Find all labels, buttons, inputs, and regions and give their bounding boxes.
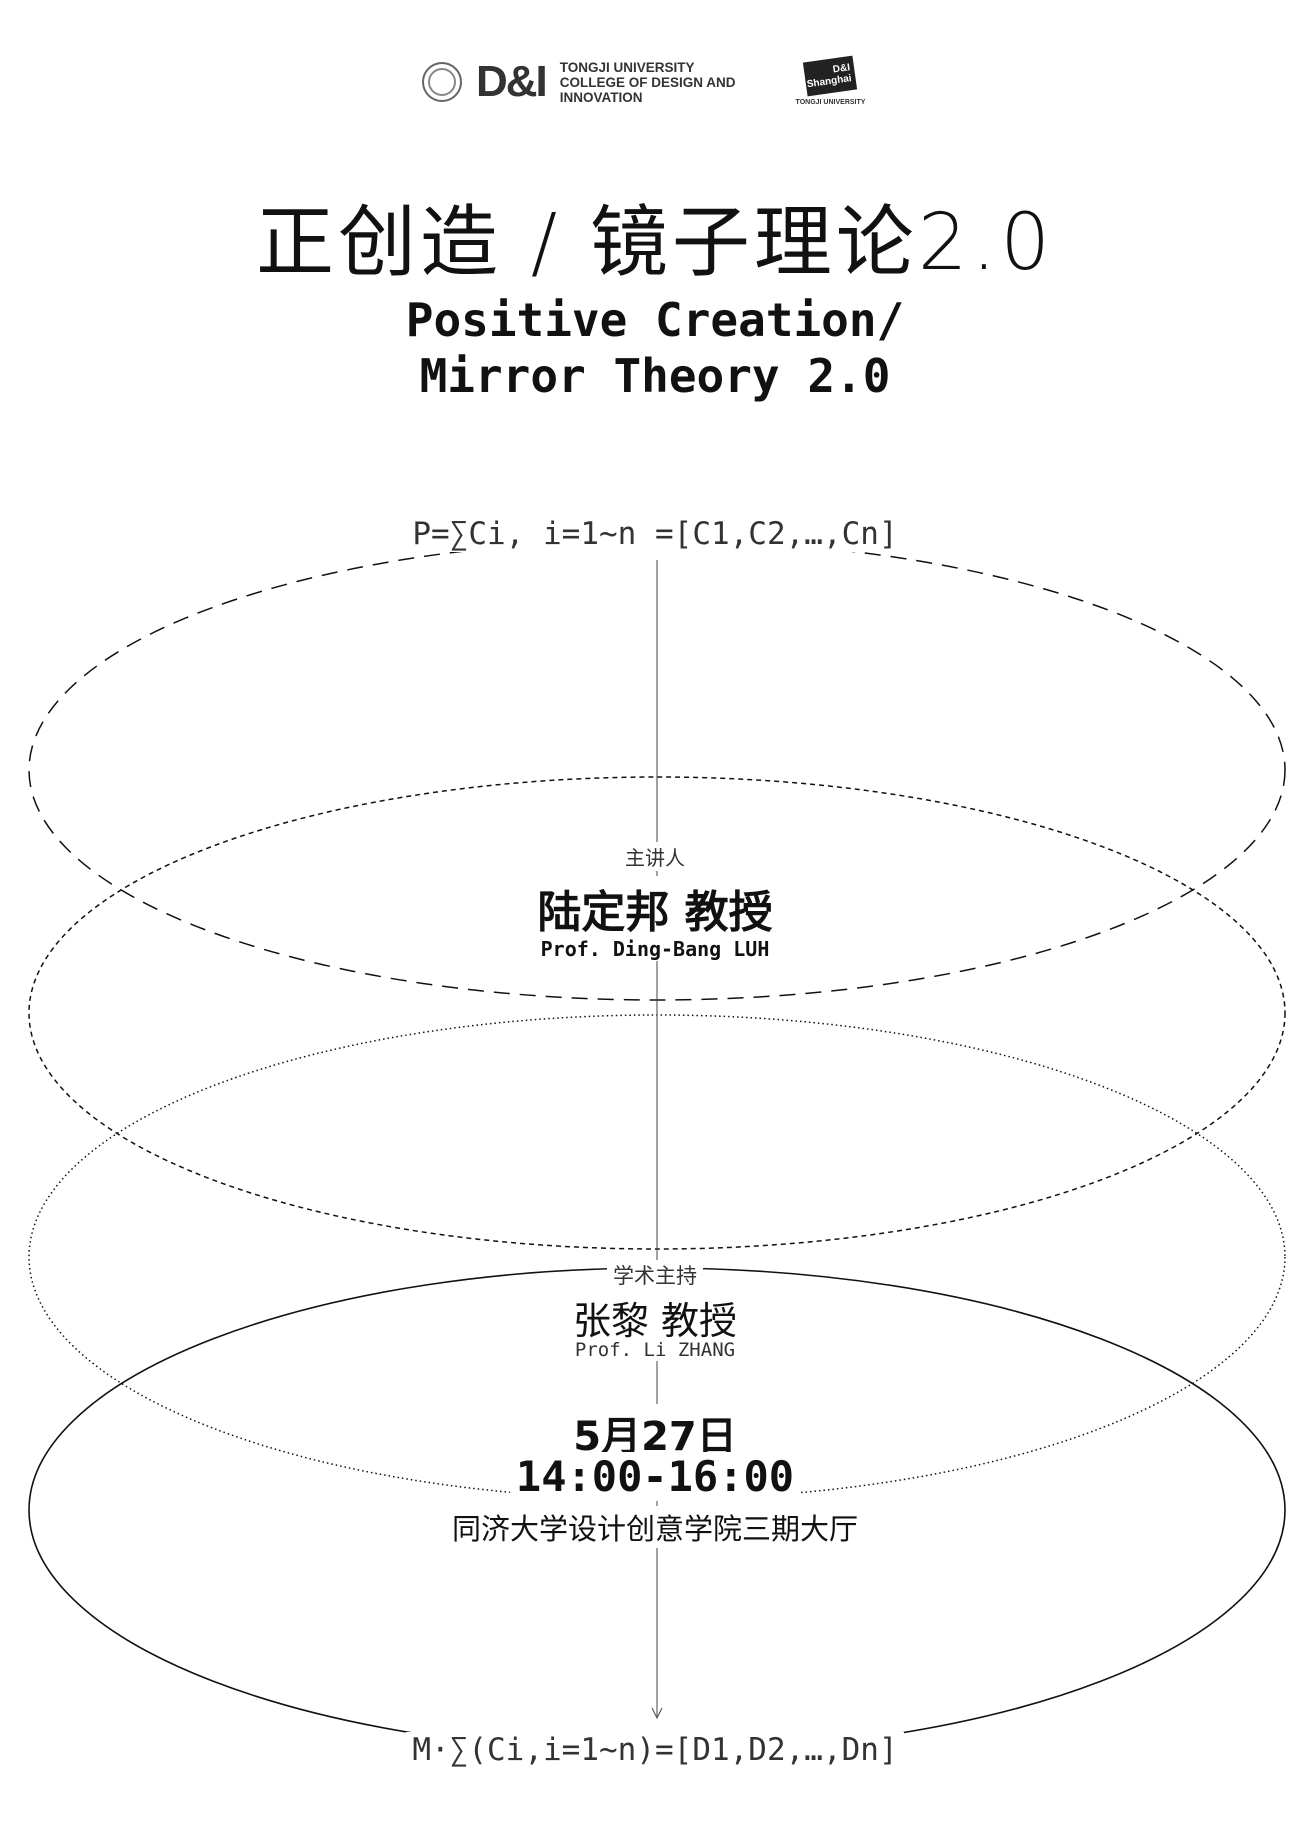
college-line: INNOVATION <box>559 89 643 105</box>
formula-top: P=∑Ci, i=1~n =[C1,C2,…,Cn] <box>406 516 904 552</box>
tongji-seal-logo <box>422 62 462 102</box>
host-label: 学术主持 <box>607 1260 703 1290</box>
speaker-name-en: Prof. Ding-Bang LUH <box>534 937 776 961</box>
header-logos: D&I TONGJI UNIVERSITY COLLEGE OF DESIGN … <box>422 52 865 112</box>
arrow-head <box>651 1707 663 1720</box>
title-en-line2: Mirror Theory 2.0 <box>419 349 891 403</box>
event-time: 14:00-16:00 <box>509 1452 801 1501</box>
college-name: TONGJI UNIVERSITY COLLEGE OF DESIGN AND … <box>560 60 736 105</box>
college-line: TONGJI UNIVERSITY <box>559 59 695 75</box>
college-line: COLLEGE OF DESIGN AND <box>559 74 736 90</box>
shanghai-caption: TONGJI UNIVERSITY <box>795 98 866 106</box>
dxi-logo: D&I <box>476 57 548 106</box>
title-en-line1: Positive Creation/ <box>405 293 905 347</box>
speaker-label: 主讲人 <box>619 842 691 871</box>
shanghai-logo-text: Shanghai <box>806 72 853 90</box>
event-venue: 同济大学设计创意学院三期大厅 <box>445 1506 864 1548</box>
host-name-en: Prof. Li ZHANG <box>568 1339 742 1361</box>
formula-bottom: M·∑(Ci,i=1~n)=[D1,D2,…,Dn] <box>406 1732 904 1768</box>
speaker-name-zh: 陆定邦 教授 <box>531 876 779 940</box>
host-name-zh: 张黎 教授 <box>566 1290 744 1345</box>
title-zh: 正创造 / 镜子理论2.0 <box>256 198 1054 288</box>
